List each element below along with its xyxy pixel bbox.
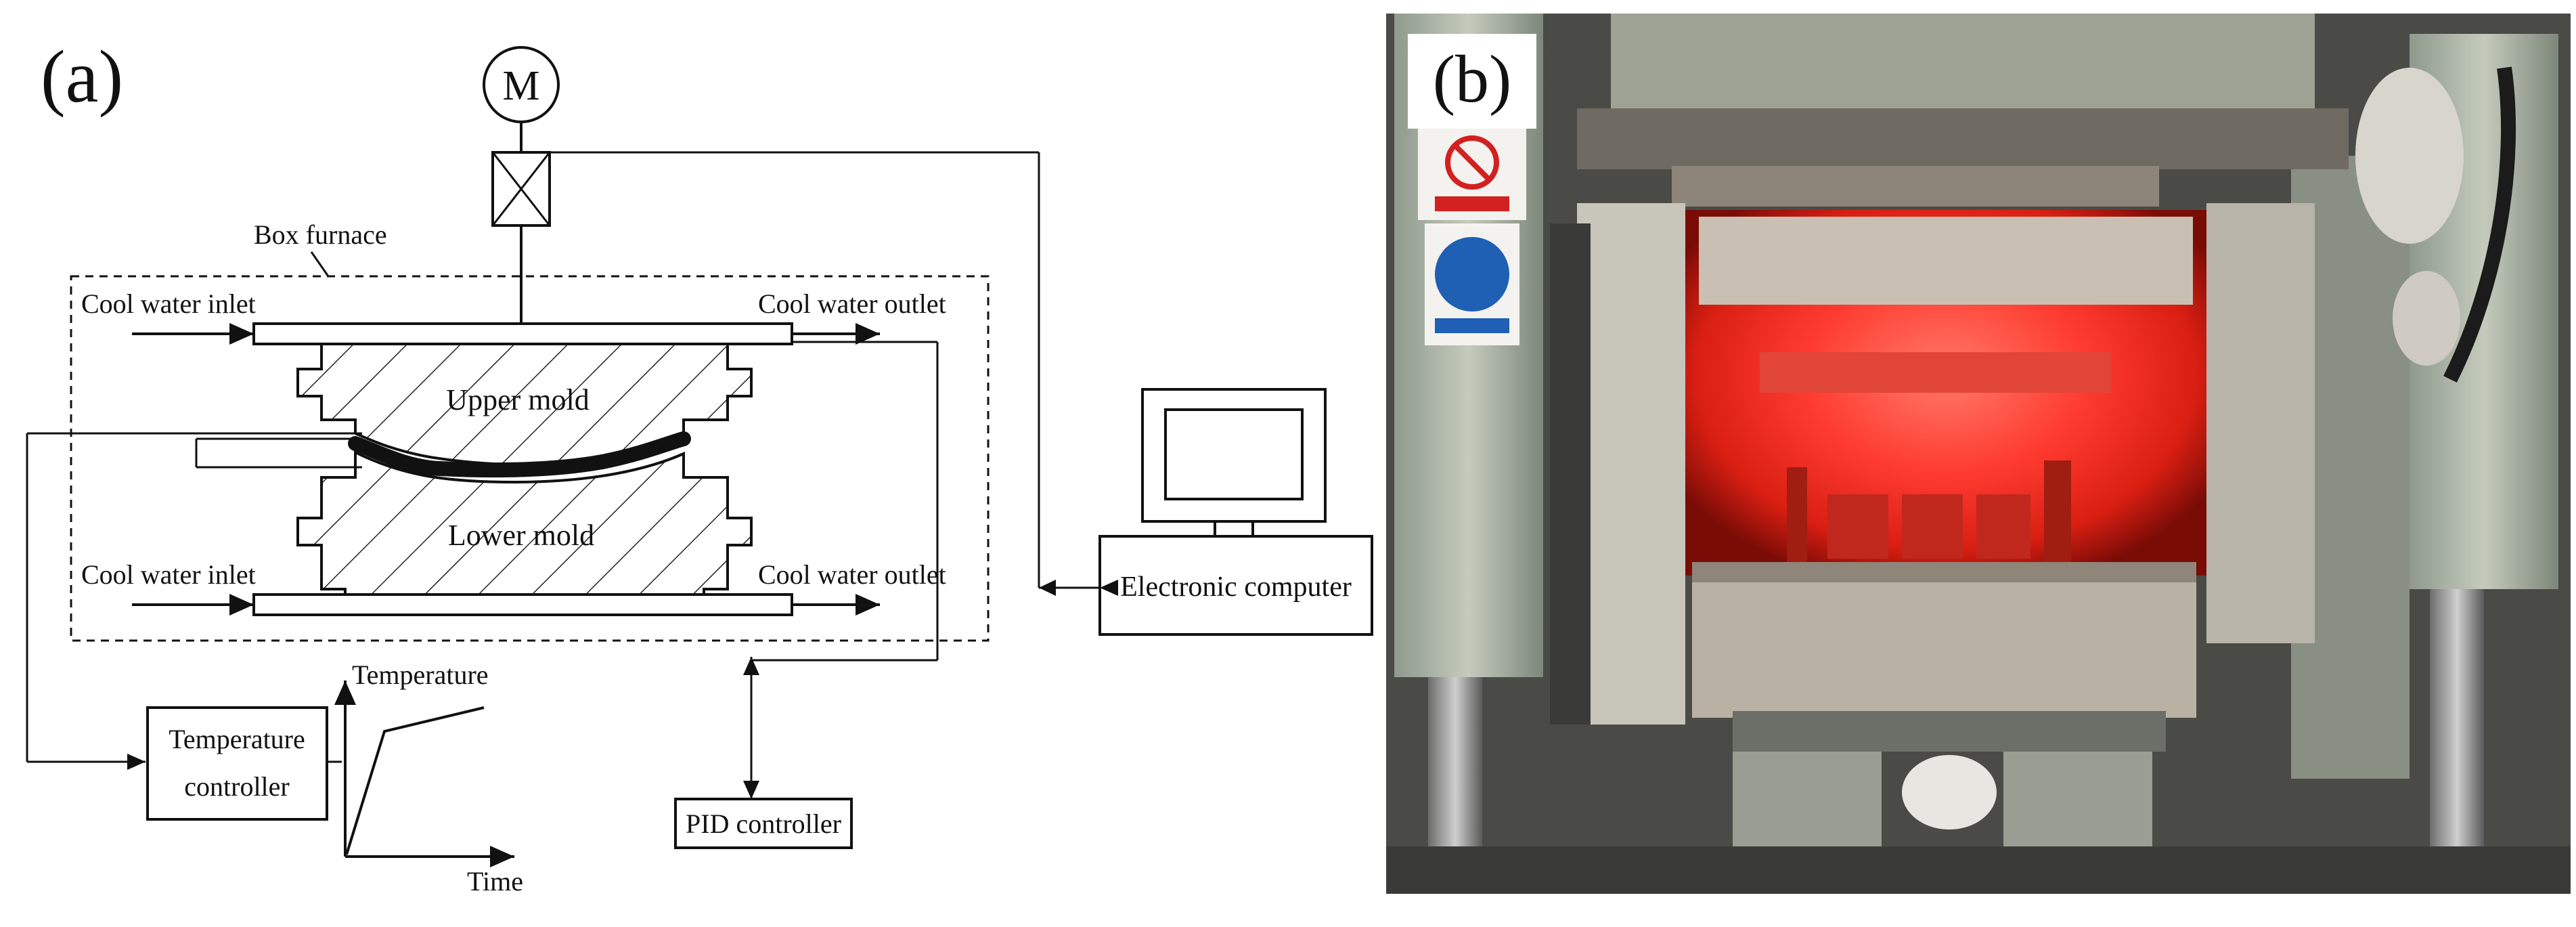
pid-controller-label: PID controller	[686, 809, 841, 839]
cool-water-inlet-bottom: Cool water inlet	[81, 559, 256, 590]
workpiece	[348, 431, 691, 478]
temperature-controller-line2: controller	[184, 771, 290, 802]
temperature-profile-line	[345, 706, 485, 855]
cool-water-outlet-bottom: Cool water outlet	[758, 559, 946, 590]
cool-water-inlet-top: Cool water inlet	[81, 288, 256, 319]
panel-a: (a) M Box furnace Cool water inlet Cool …	[26, 35, 1373, 897]
upper-cooling-plate	[252, 322, 793, 345]
electronic-computer-label: Electronic computer	[1120, 572, 1352, 603]
temperature-controller-line1: Temperature	[169, 724, 305, 754]
electronic-computer	[1098, 535, 1373, 636]
lower-cooling-plate	[252, 593, 793, 616]
graph-x-label: Time	[467, 866, 523, 897]
lower-mold-label: Lower mold	[448, 519, 594, 552]
panel-a-label: (a)	[41, 35, 123, 118]
motor-label: M	[502, 63, 539, 109]
cool-water-outlet-top: Cool water outlet	[758, 288, 946, 319]
temperature-controller	[146, 706, 328, 821]
panel-b-label: (b)	[1433, 41, 1512, 116]
box-furnace-label: Box furnace	[254, 219, 387, 250]
upper-mold-label: Upper mold	[446, 383, 589, 416]
computer-screen	[1164, 408, 1304, 500]
box-furnace-outline	[70, 275, 990, 642]
graph-y-label: Temperature	[352, 660, 489, 690]
panel-b: (b)	[1386, 14, 2571, 894]
pid-controller	[674, 798, 853, 849]
